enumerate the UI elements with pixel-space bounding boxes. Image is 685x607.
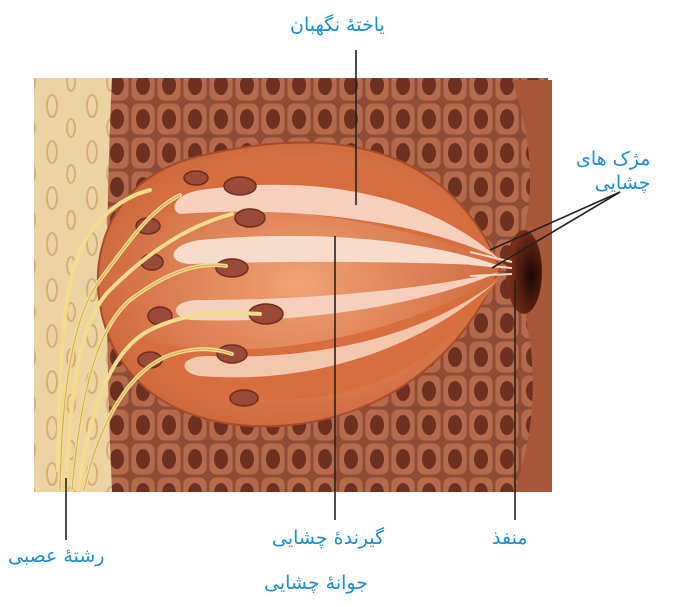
taste-hairs-label-line2: چشایی — [576, 172, 650, 196]
taste-hairs-label: مژک های چشایی — [576, 148, 650, 196]
pore-opening — [506, 230, 542, 314]
nerve-fiber-label: رشتهٔ عصبی — [8, 545, 104, 569]
nucleus — [216, 259, 248, 277]
taste-hairs-label-line1: مژک های — [576, 148, 650, 172]
nucleus — [141, 254, 163, 270]
pore-label: منفذ — [492, 527, 528, 551]
receptor-cell-label: گیرندهٔ چشایی — [272, 527, 384, 551]
nucleus — [184, 171, 208, 185]
nucleus — [235, 209, 265, 227]
diagram-title: جوانهٔ چشایی — [264, 572, 368, 596]
nucleus — [224, 177, 256, 195]
nucleus — [230, 390, 258, 406]
supporting-cell-label: یاختهٔ نگهبان — [290, 14, 385, 38]
